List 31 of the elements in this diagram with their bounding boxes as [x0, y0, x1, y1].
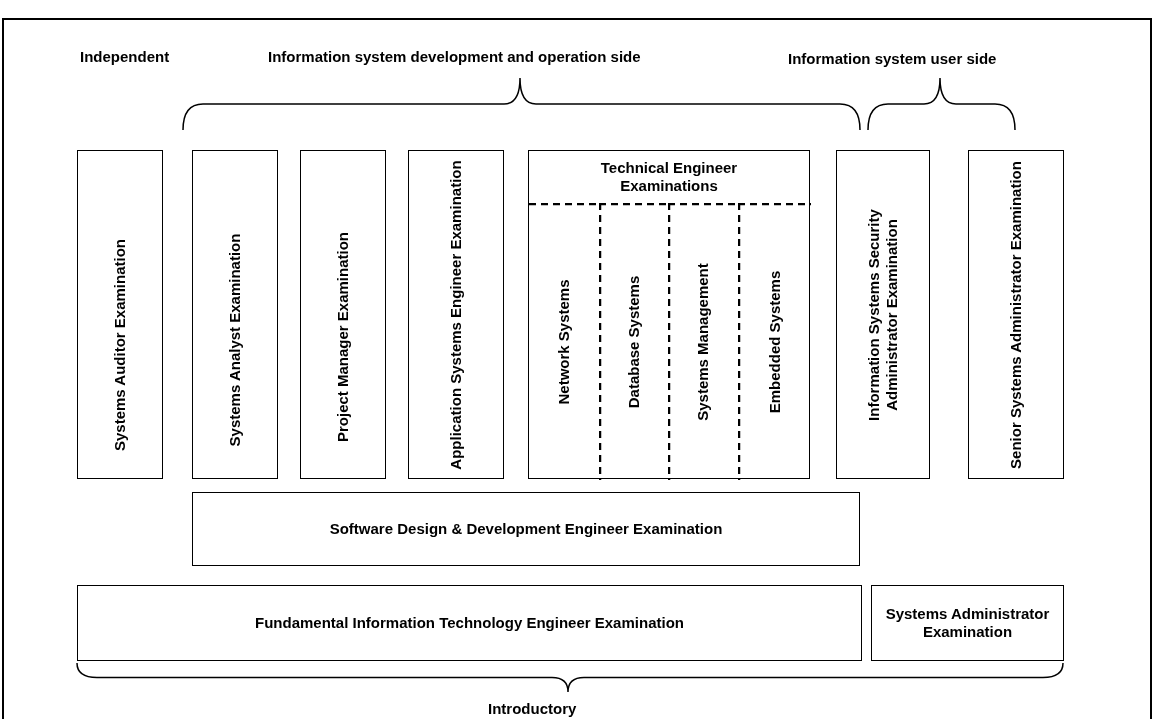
exam-name: Systems Administrator Examination	[884, 605, 1051, 641]
exam-box	[300, 150, 386, 479]
exam-name: Fundamental Information Technology Engineer Examination	[254, 614, 685, 632]
exam-name: Network Systems	[555, 278, 573, 405]
exam-name: Technical Engineer Examinations	[599, 159, 739, 195]
exam-name: Embedded Systems	[765, 270, 784, 413]
exam-name: Project Manager Examination	[334, 231, 352, 442]
exam-box	[836, 150, 930, 479]
group-label: Information system development and operation side	[268, 48, 641, 65]
group-label: Independent	[80, 48, 170, 65]
exam-box	[192, 150, 278, 479]
exam-box	[77, 150, 163, 479]
exam-name: Software Design & Development Engineer Examination	[328, 520, 724, 538]
subject-column	[599, 203, 668, 480]
exam-box	[408, 150, 504, 479]
exam-box	[968, 150, 1064, 479]
exam-name: Senior Systems Administrator Examination	[1007, 160, 1025, 469]
exam-name: Information Systems Security Administrator Examination	[865, 207, 901, 423]
exam-name: Database Systems	[624, 275, 643, 408]
subject-column	[738, 203, 811, 480]
exam-name: Application Systems Engineer Examination	[447, 159, 465, 470]
exam-box	[871, 585, 1064, 661]
exam-name: Systems Auditor Examination	[111, 238, 129, 451]
exam-name: Systems Analyst Examination	[226, 233, 244, 446]
subject-column	[668, 203, 738, 480]
exam-box	[192, 492, 860, 566]
group-box	[528, 150, 810, 479]
group-label: Information system user side	[788, 50, 997, 67]
group-label: Introductory	[488, 700, 577, 717]
exam-box	[77, 585, 862, 661]
exam-name: Systems Management	[694, 262, 712, 421]
